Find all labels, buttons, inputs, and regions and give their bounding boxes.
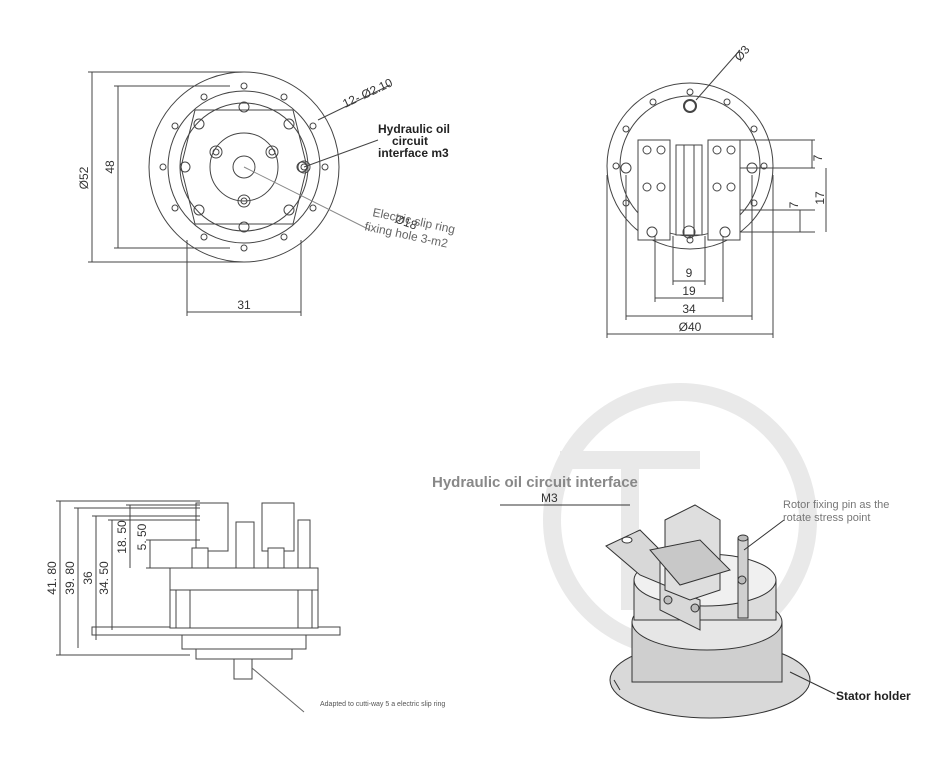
dim-height-48: 48	[103, 160, 117, 174]
holes-label: 12- Ø2.10	[340, 75, 395, 110]
dim-18-50: 18. 50	[115, 520, 129, 554]
rotor-label-line1: Rotor fixing pin as the	[783, 499, 889, 511]
dim-pin-diameter: Ø3	[732, 42, 753, 64]
bottom-left-view	[56, 500, 341, 713]
dim-7b: 7	[787, 201, 801, 208]
rotor-label-line2: rotate stress point	[783, 512, 870, 524]
dim-34-50: 34. 50	[97, 561, 111, 595]
top-left-view	[88, 71, 391, 316]
hydraulic-label-line2: circuit	[392, 134, 428, 148]
stator-label: Stator holder	[836, 689, 911, 703]
m3-label: M3	[541, 491, 558, 505]
isometric-title: Hydraulic oil circuit interface	[432, 474, 638, 491]
dim-9: 9	[686, 266, 693, 280]
dim-41-80: 41. 80	[45, 561, 59, 595]
dim-34: 34	[682, 302, 696, 316]
dim-17: 17	[813, 191, 827, 205]
dim-diameter-40: Ø40	[679, 320, 702, 334]
outer-holes	[159, 82, 329, 252]
dim-36: 36	[81, 571, 95, 585]
hydraulic-label-line1: Hydraulic oil	[378, 122, 450, 136]
hydraulic-label-line3: interface m3	[378, 146, 449, 160]
dim-width-31: 31	[237, 298, 251, 312]
outer-holes-right	[612, 88, 768, 244]
dim-5-50: 5. 50	[135, 523, 149, 550]
dim-19: 19	[682, 284, 696, 298]
plate-bolts	[620, 145, 758, 238]
adapted-note: Adapted to cutti-way 5 a electric slip r…	[320, 701, 445, 708]
dim-diameter-52: Ø52	[77, 166, 91, 189]
isometric-part	[500, 504, 836, 719]
top-right-view	[606, 49, 827, 338]
dim-7a: 7	[811, 154, 825, 161]
dim-39-80: 39. 80	[63, 561, 77, 595]
